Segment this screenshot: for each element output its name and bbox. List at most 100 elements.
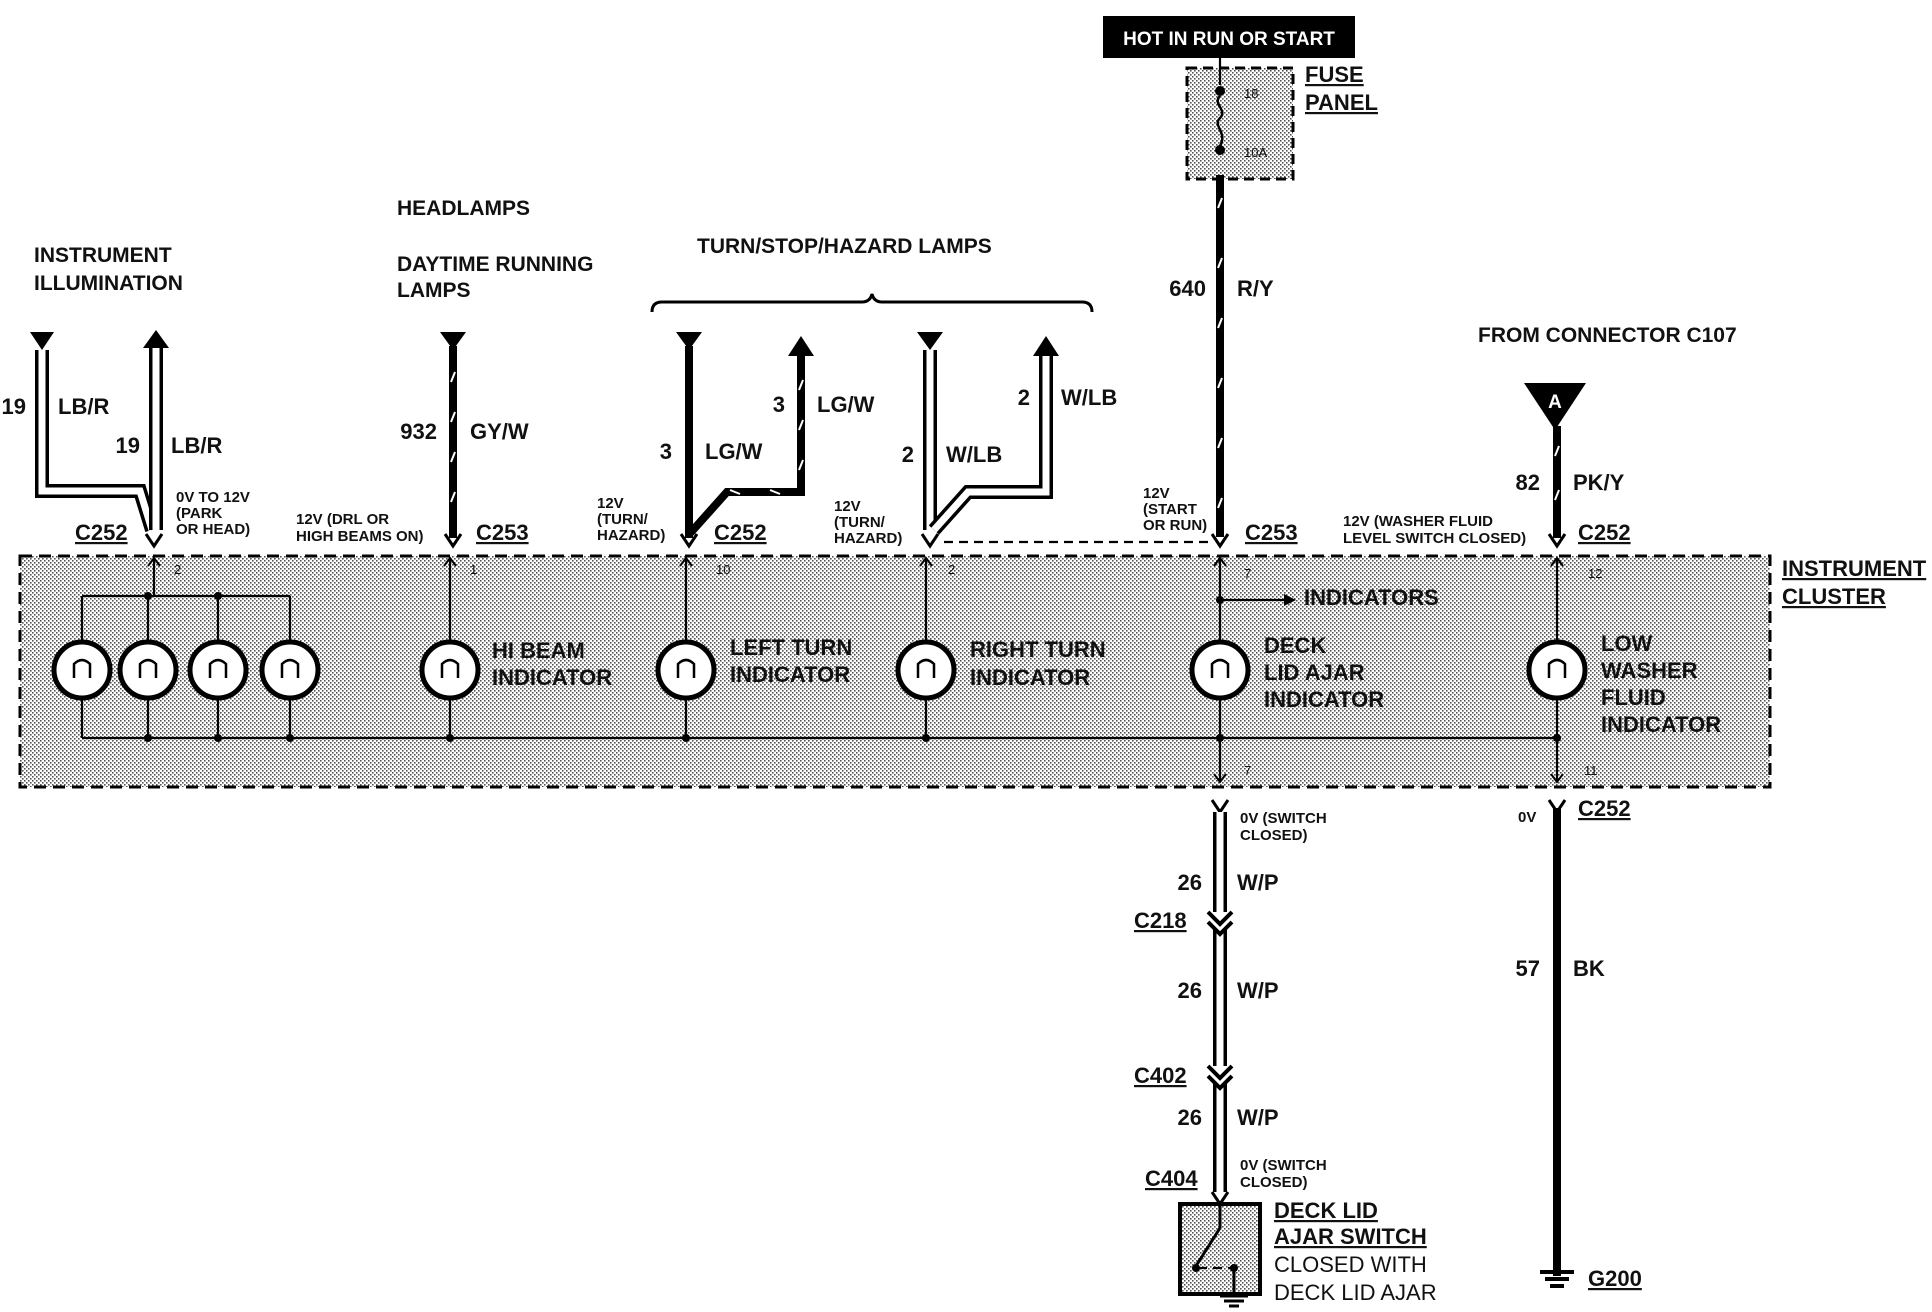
hi-connector-icon <box>443 533 463 549</box>
bulb-icon <box>187 639 249 701</box>
instrument-illumination-title-1: INSTRUMENT <box>34 244 172 267</box>
wire-82-stripes <box>1554 445 1560 501</box>
wire-19-left <box>38 350 156 532</box>
hot-in-run-label-box <box>1103 16 1355 58</box>
c218-connector-icon <box>1206 910 1234 937</box>
connector-c218: C218 <box>1134 908 1187 933</box>
instrument-illumination-title-2: ILLUMINATION <box>34 272 183 295</box>
deck-voltage-3: OR RUN) <box>1143 517 1207 534</box>
turn-lamps-brace <box>650 293 1094 313</box>
connector-deck: C253 <box>1245 520 1298 545</box>
bulb-icon <box>117 639 179 701</box>
deck-lid-label-2: LID AJAR <box>1264 660 1365 685</box>
washer-label-4: INDICATOR <box>1601 712 1721 737</box>
hi-voltage-1: 12V (DRL OR <box>296 511 389 528</box>
wire-26-num-2: 26 <box>1178 978 1202 1003</box>
wire-3-stripes <box>729 379 804 495</box>
connector-lt: C252 <box>714 520 767 545</box>
wire-82-color: PK/Y <box>1573 470 1625 495</box>
wire-26-color-1: W/P <box>1237 870 1279 895</box>
rt-connector-icon <box>920 533 940 549</box>
bulb-icon <box>51 639 113 701</box>
drl-title-2: LAMPS <box>397 279 471 302</box>
washer-voltage-2: LEVEL SWITCH CLOSED) <box>1343 530 1526 547</box>
cluster-internal-wiring <box>80 556 1564 784</box>
pin-rt: 2 <box>948 562 955 577</box>
washer-connector-icon <box>1547 533 1567 549</box>
deck-lid-label-1: DECK <box>1264 633 1326 658</box>
rt-voltage-1: 12V <box>834 498 861 515</box>
connector-washer: C252 <box>1578 520 1631 545</box>
wire-2-left-color: W/LB <box>946 442 1002 467</box>
wire-2-right-num: 2 <box>1018 385 1030 410</box>
connector-ill: C252 <box>75 520 128 545</box>
wire-19-left-num: 19 <box>2 394 26 419</box>
washer-label-1: LOW <box>1601 631 1653 656</box>
lt-voltage-3: HAZARD) <box>597 527 665 544</box>
instrument-cluster-label-2: CLUSTER <box>1782 584 1886 609</box>
connector-c402: C402 <box>1134 1063 1187 1088</box>
wire-26-color-2: W/P <box>1237 978 1279 1003</box>
ill-voltage-3: OR HEAD) <box>176 521 250 538</box>
wire-26-num-1: 26 <box>1178 870 1202 895</box>
wire-26-color-3: W/P <box>1237 1105 1279 1130</box>
hi-beam-arrow-icon <box>440 332 466 350</box>
right-turn-label-2: INDICATOR <box>970 665 1090 690</box>
deck-voltage-2: (START <box>1143 501 1197 518</box>
sw-bot-voltage-2: CLOSED) <box>1240 1174 1308 1191</box>
headlamps-title: HEADLAMPS <box>397 197 530 220</box>
lt-voltage-1: 12V <box>597 495 624 512</box>
fuse-panel-label-2: PANEL <box>1305 90 1378 115</box>
hot-in-run-label: HOT IN RUN OR START <box>1123 29 1335 50</box>
lt-connector-icon <box>679 533 699 549</box>
wire-640-stripes <box>1217 197 1223 509</box>
wire-3-right-color: LG/W <box>817 392 875 417</box>
washer-voltage-1: 12V (WASHER FLUID <box>1343 513 1493 530</box>
pin-washer-top: 12 <box>1588 566 1602 581</box>
pin-lt: 10 <box>716 562 730 577</box>
pin-deck-bottom: 7 <box>1244 763 1251 778</box>
from-connector-title: FROM CONNECTOR C107 <box>1478 324 1737 347</box>
pin-deck-top: 7 <box>1244 566 1251 581</box>
washer-label-3: FLUID <box>1601 685 1666 710</box>
wire-3-right-num: 3 <box>773 392 785 417</box>
wire-932-num: 932 <box>400 419 437 444</box>
hi-beam-label-2: INDICATOR <box>492 665 612 690</box>
switch-label-3: CLOSED WITH <box>1274 1252 1427 1277</box>
illumination-bulbs <box>51 639 321 701</box>
left-turn-bulb-icon <box>655 639 717 701</box>
hi-voltage-2: HIGH BEAMS ON) <box>296 528 424 545</box>
ill-left-arrow-icon <box>30 332 54 350</box>
connector-gnd-top: C252 <box>1578 796 1631 821</box>
hi-beam-bulb-icon <box>419 639 481 701</box>
ill-voltage-2: (PARK <box>176 505 223 522</box>
instrument-cluster-label-1: INSTRUMENT <box>1782 556 1927 581</box>
right-turn-arrow-2-icon <box>1033 336 1059 356</box>
sw-top-voltage-1: 0V (SWITCH <box>1240 810 1327 827</box>
indicators-label: INDICATORS <box>1304 585 1439 610</box>
sw-bot-voltage-1: 0V (SWITCH <box>1240 1157 1327 1174</box>
wire-2-left-num: 2 <box>902 442 914 467</box>
pin-washer-bottom: 11 <box>1584 763 1598 778</box>
ill-right-arrow-icon <box>143 330 169 348</box>
hi-beam-label-1: HI BEAM <box>492 638 585 663</box>
ill-voltage-1: 0V TO 12V <box>176 489 250 506</box>
fuse-icon <box>1216 95 1224 147</box>
connector-g200: G200 <box>1588 1266 1642 1291</box>
wire-57-color: BK <box>1573 956 1605 981</box>
connector-a-triangle-icon <box>1524 383 1586 430</box>
switch-ground-icon <box>1220 1288 1248 1308</box>
turn-stop-hazard-title: TURN/STOP/HAZARD LAMPS <box>697 235 992 258</box>
washer-label-2: WASHER <box>1601 658 1698 683</box>
wire-19-right-num: 19 <box>116 433 140 458</box>
wire-57-num: 57 <box>1516 956 1540 981</box>
rt-voltage-2: (TURN/ <box>834 514 886 531</box>
c402-connector-icon <box>1206 1064 1234 1091</box>
pin-hi: 1 <box>470 562 477 577</box>
wire-82-num: 82 <box>1516 470 1540 495</box>
fuse-panel-box <box>1185 66 1295 181</box>
right-turn-label-1: RIGHT TURN <box>970 637 1106 662</box>
wire-2-right <box>931 356 1050 533</box>
left-turn-arrow-2-icon <box>788 336 814 356</box>
wire-19-right-color: LB/R <box>171 433 222 458</box>
